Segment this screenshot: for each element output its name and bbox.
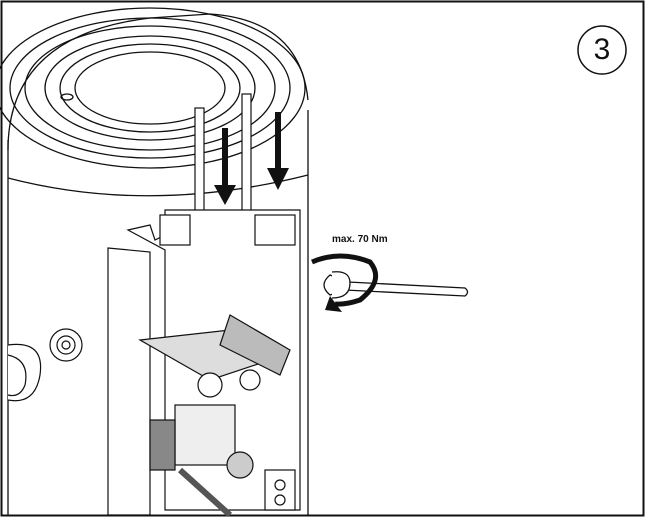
- center-hole: [60, 93, 74, 101]
- torque-label: max. 70 Nm: [332, 234, 388, 245]
- step-number: 3: [593, 33, 611, 66]
- cover-edge: [7, 174, 309, 197]
- side-fitting: [7, 328, 83, 402]
- hydraulic-module: [107, 209, 301, 517]
- rotation-arrow-icon: [311, 253, 379, 312]
- down-arrows: [214, 112, 289, 205]
- step-badge-circle: [577, 25, 627, 75]
- wrench-icon: [323, 271, 469, 299]
- tank-cylinder: [0, 7, 309, 515]
